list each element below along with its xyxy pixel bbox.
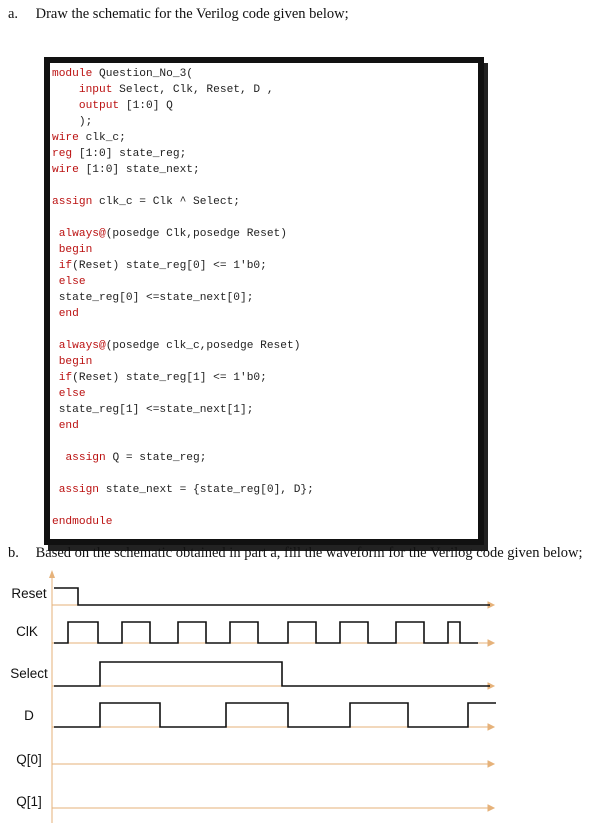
code-line: wire [1:0] state_next;: [52, 164, 200, 176]
signal-label-q0: Q[0]: [16, 752, 42, 767]
code-line: if(Reset) state_reg[1] <= 1'b0;: [58, 372, 267, 384]
signal-label-q1: Q[1]: [16, 794, 42, 809]
code-line: end: [58, 420, 79, 432]
signal-label-select: Select: [10, 666, 48, 681]
code-frame: [44, 57, 484, 545]
signal-label-clk: ClK: [16, 624, 38, 639]
code-line: begin: [58, 244, 93, 256]
code-line: assign clk_c = Clk ^ Select;: [52, 196, 240, 208]
baseline-arrows: [52, 601, 496, 812]
signal-label-reset: Reset: [11, 586, 47, 601]
question-a-text: Draw the schematic for the Verilog code …: [35, 6, 349, 22]
time-axis-arrow-icon: [49, 570, 55, 578]
question-a: a. Draw the schematic for the Verilog co…: [8, 6, 349, 23]
question-a-letter: a.: [8, 6, 19, 22]
baseline-q0-arrow-icon: [487, 760, 496, 768]
code-line: wire clk_c;: [52, 132, 126, 144]
code-line: begin: [58, 356, 93, 368]
select-waveform: [54, 661, 490, 687]
code-line: else: [58, 388, 86, 400]
clk-waveform: [54, 621, 478, 644]
code-line: input Select, Clk, Reset, D ,: [78, 84, 274, 96]
code-line: endmodule: [52, 516, 113, 528]
code-line: else: [58, 276, 86, 288]
reset-waveform: [54, 587, 490, 606]
baseline-q1-arrow-icon: [487, 804, 496, 812]
code-line: assign state_next = {state_reg[0], D};: [58, 484, 314, 496]
question-b-letter: b.: [8, 545, 19, 561]
code-line: reg [1:0] state_reg;: [52, 148, 187, 160]
code-line: always@(posedge Clk,posedge Reset): [58, 228, 287, 240]
code-line: assign Q = state_reg;: [65, 452, 207, 464]
signal-label-d: D: [24, 708, 34, 723]
code-line: state_reg[0] <=state_next[0];: [52, 292, 254, 304]
code-line: always@(posedge clk_c,posedge Reset): [58, 340, 301, 352]
code-line: );: [52, 116, 93, 128]
baseline-clk-arrow-icon: [487, 639, 496, 647]
code-line: module Question_No_3(: [52, 68, 194, 80]
code-line: if(Reset) state_reg[0] <= 1'b0;: [58, 260, 267, 272]
code-line: output [1:0] Q: [78, 100, 173, 112]
code-frame-bottom-edge: [50, 527, 478, 533]
code-line: state_reg[1] <=state_next[1];: [52, 404, 254, 416]
d-waveform: [54, 702, 496, 728]
baseline-d-arrow-icon: [487, 723, 496, 731]
waveform-diagram: [49, 570, 496, 823]
code-line: end: [58, 308, 79, 320]
question-b: b. Based on the schematic obtained in pa…: [8, 545, 583, 562]
question-b-text: Based on the schematic obtained in part …: [35, 545, 583, 561]
